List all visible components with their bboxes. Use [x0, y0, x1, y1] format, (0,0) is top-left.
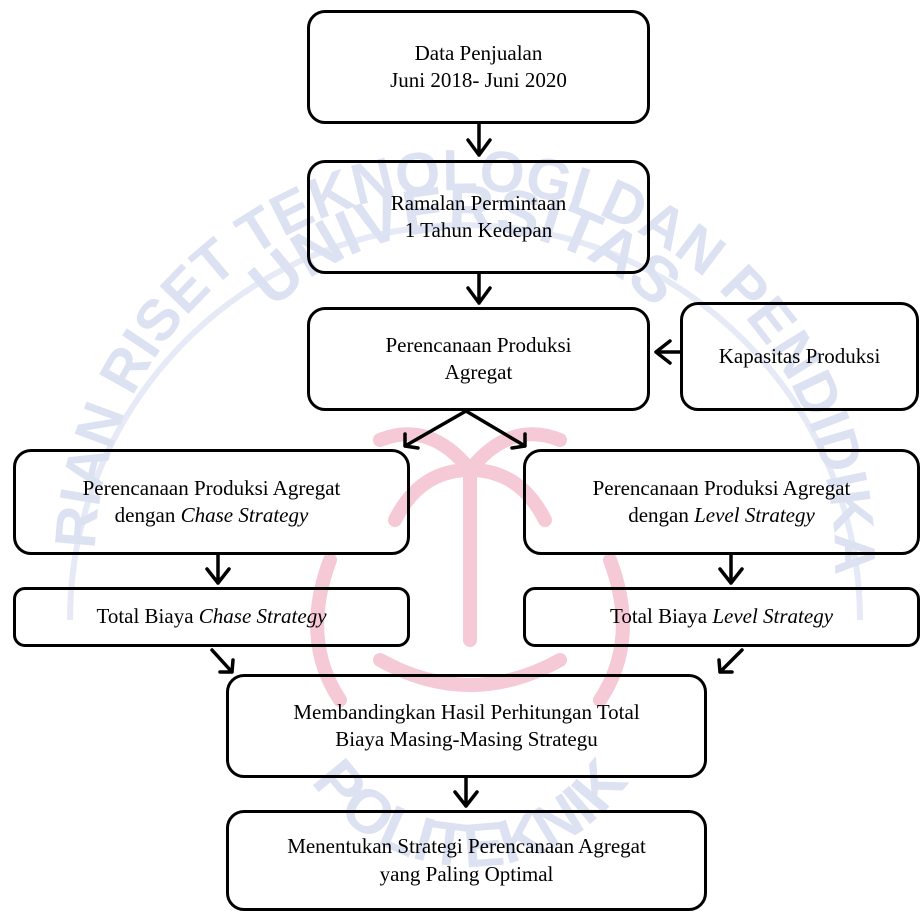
- node-perencanaan-line1: Perencanaan Produksi: [385, 332, 572, 357]
- node-level-strategy-plan: Perencanaan Produksi Agregat dengan Leve…: [523, 449, 920, 555]
- node-level-total-italic: Level Strategy: [712, 604, 834, 629]
- node-level-plan-line2: dengan Level Strategy: [628, 502, 815, 529]
- watermark-emblem: [310, 427, 630, 707]
- node-level-plan-line1: Perencanaan Produksi Agregat: [592, 475, 851, 500]
- node-menentukan-line1: Menentukan Strategi Perencanaan Agregat: [287, 834, 646, 859]
- arrow-level-plan-to-total: [718, 553, 744, 585]
- arrow-chase-plan-to-total: [205, 553, 231, 585]
- node-menentukan-line2: yang Paling Optimal: [379, 861, 554, 886]
- arrow-data-to-ramalan: [466, 122, 492, 157]
- node-chase-total-line: Total Biaya Chase Strategy: [96, 603, 326, 630]
- node-chase-total-prefix: Total Biaya: [96, 604, 199, 629]
- node-perencanaan-produksi-agregat: Perencanaan Produksi Agregat: [307, 307, 650, 411]
- node-ramalan-line1: Ramalan Permintaan: [390, 190, 567, 215]
- node-chase-plan-italic: Chase Strategy: [180, 503, 309, 527]
- arrow-kapasitas-to-perencanaan: [654, 339, 682, 365]
- node-data-penjualan-line1: Data Penjualan: [414, 40, 543, 65]
- node-membandingkan-line1: Membandingkan Hasil Perhitungan Total: [293, 699, 640, 724]
- watermark-ring: [67, 222, 863, 621]
- node-level-plan-italic: Level Strategy: [694, 503, 815, 527]
- node-perencanaan-line2: Agregat: [444, 360, 513, 384]
- node-level-plan-prefix: dengan: [628, 503, 695, 527]
- node-menentukan-strategi: Menentukan Strategi Perencanaan Agregat …: [226, 810, 707, 911]
- node-membandingkan-line2: Biaya Masing-Masing Strategu: [335, 727, 598, 751]
- node-kapasitas-produksi: Kapasitas Produksi: [680, 302, 919, 411]
- node-data-penjualan-line2: Juni 2018- Juni 2020: [390, 68, 567, 92]
- node-membandingkan-hasil: Membandingkan Hasil Perhitungan Total Bi…: [226, 674, 707, 778]
- node-chase-strategy-plan: Perencanaan Produksi Agregat dengan Chas…: [13, 449, 410, 555]
- arrow-chase-total-to-membandingkan: [210, 648, 235, 674]
- node-chase-total-italic: Chase Strategy: [198, 604, 327, 629]
- node-kapasitas-line1: Kapasitas Produksi: [718, 343, 881, 368]
- node-chase-plan-line2: dengan Chase Strategy: [115, 502, 309, 529]
- arrow-level-total-to-membandingkan: [717, 648, 744, 674]
- node-chase-plan-line1: Perencanaan Produksi Agregat: [82, 475, 341, 500]
- node-chase-plan-prefix: dengan: [114, 503, 181, 527]
- arrow-membandingkan-to-menentukan: [453, 776, 479, 808]
- node-ramalan-line2: 1 Tahun Kedepan: [404, 218, 553, 242]
- arrow-ramalan-to-perencanaan: [466, 272, 492, 305]
- arrow-perencanaan-to-level: [464, 409, 527, 450]
- node-ramalan-permintaan: Ramalan Permintaan 1 Tahun Kedepan: [307, 160, 650, 274]
- node-level-total-prefix: Total Biaya: [609, 604, 713, 629]
- node-level-total-biaya: Total Biaya Level Strategy: [523, 587, 920, 647]
- arrow-perencanaan-to-chase: [403, 409, 468, 450]
- node-data-penjualan: Data Penjualan Juni 2018- Juni 2020: [307, 10, 650, 124]
- node-chase-total-biaya: Total Biaya Chase Strategy: [13, 587, 410, 647]
- node-level-total-line: Total Biaya Level Strategy: [610, 603, 833, 630]
